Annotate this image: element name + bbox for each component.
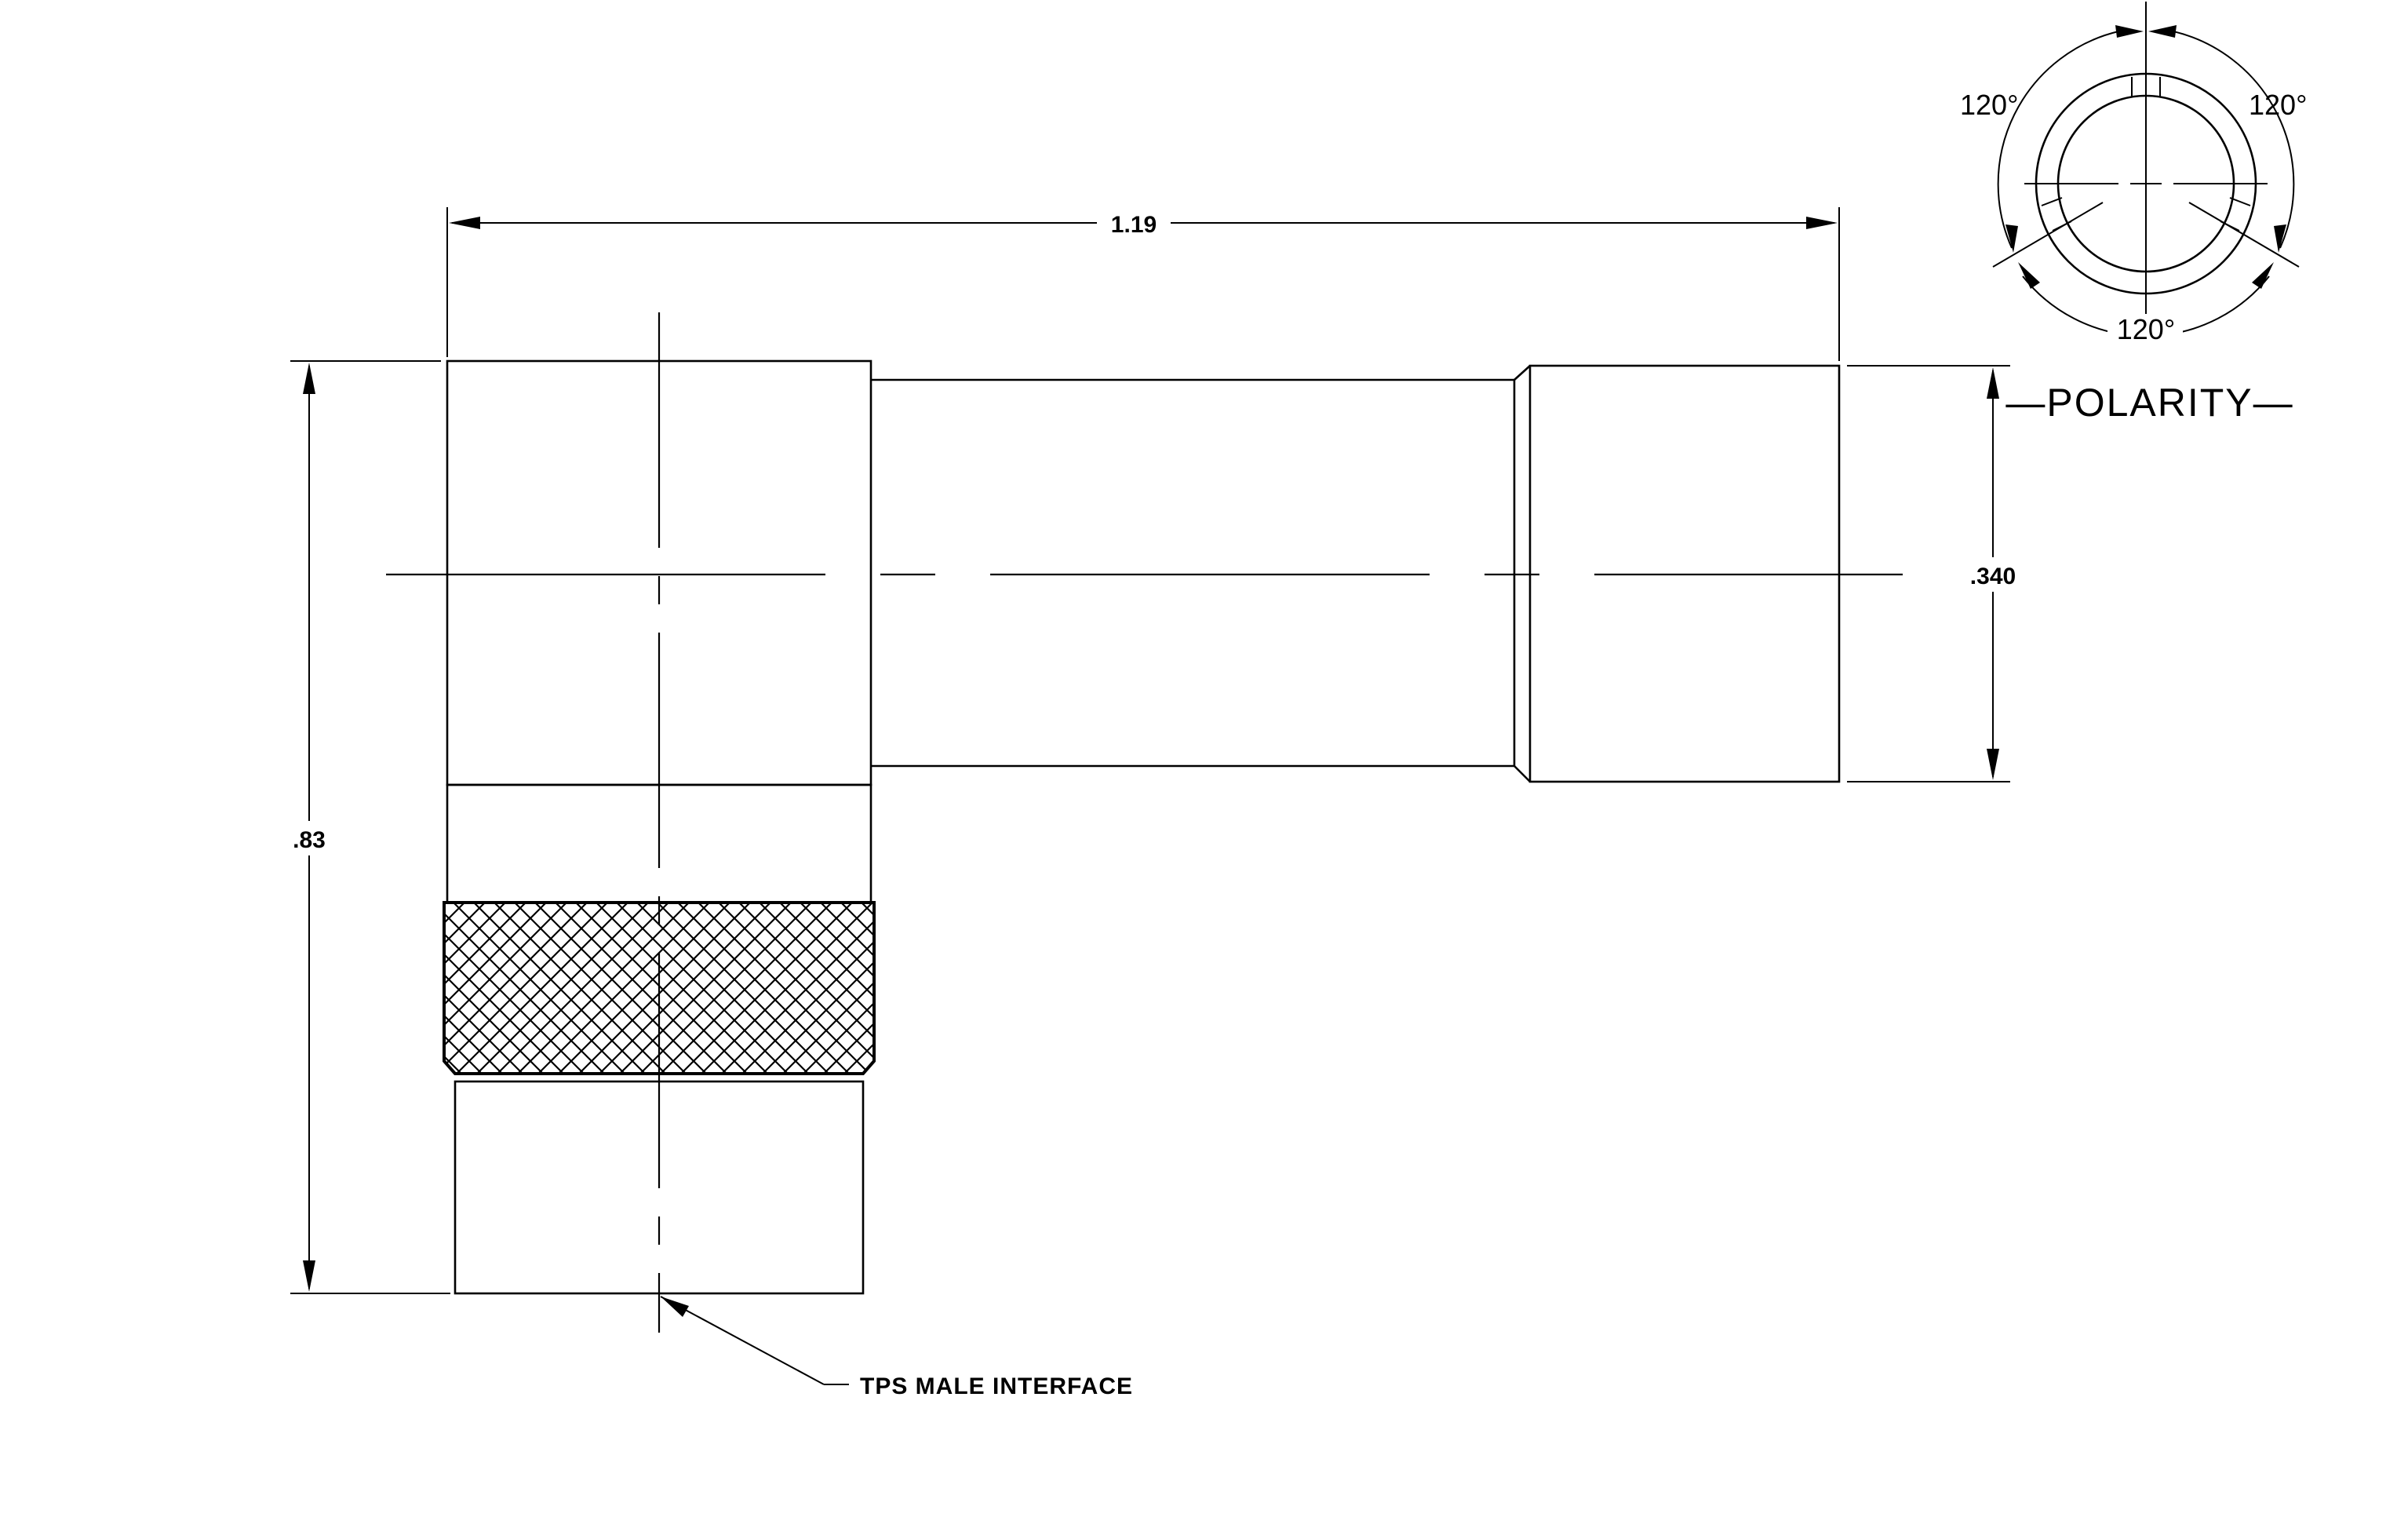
angle-bottom: 120° [2117,313,2175,345]
interface-label: TPS MALE INTERFACE [860,1373,1133,1399]
dimension-length: 1.19 [446,207,1840,361]
connector-body [443,359,1841,1295]
height-value: .83 [293,827,326,853]
horizontal-tube [871,365,1531,782]
angle-left: 120° [1960,89,2018,121]
polarity-title: —POLARITY— [2005,381,2293,425]
diameter-value: .340 [1970,564,2016,589]
dimension-height: .83 [282,360,450,1294]
angle-right: 120° [2249,89,2307,121]
dimension-diameter: .340 [1847,365,2034,782]
polarity-detail: 120° 120° 120° —POLARITY— [1960,2,2307,425]
length-value: 1.19 [1111,212,1157,238]
interface-callout: TPS MALE INTERFACE [660,1296,1133,1399]
